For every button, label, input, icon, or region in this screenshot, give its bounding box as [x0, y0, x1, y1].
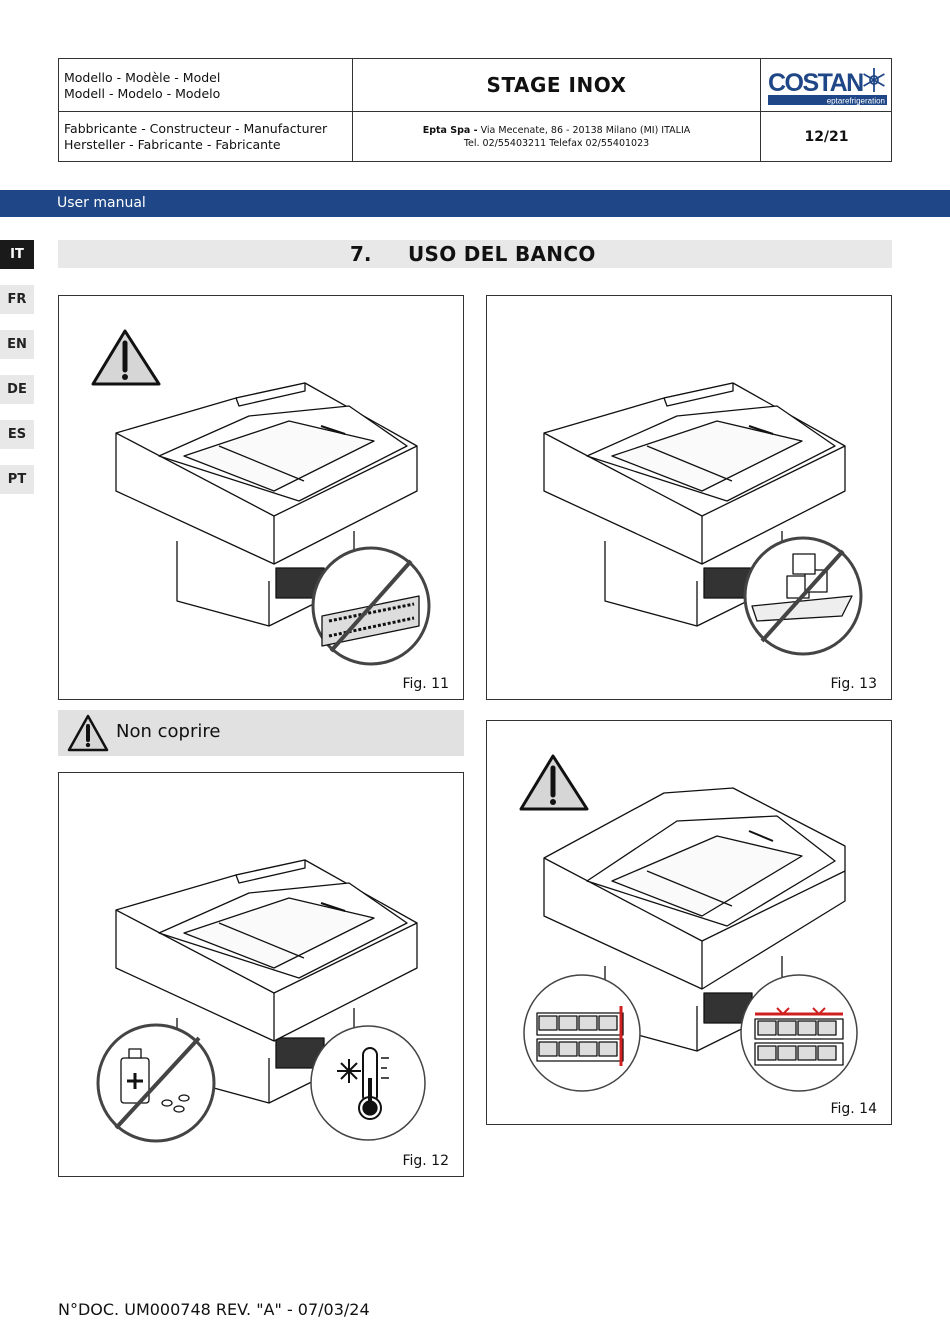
- manufacturer-name: Epta Spa -: [422, 125, 478, 136]
- manufacturer-value: Epta Spa - Via Mecenate, 86 - 20138 Mila…: [353, 112, 761, 162]
- figure-14: Fig. 14: [486, 720, 892, 1125]
- display-counter-illustration: [115, 382, 418, 627]
- load-limit-line-left-icon: [523, 974, 641, 1092]
- page-number: 12/21: [804, 129, 849, 145]
- lang-tab-it[interactable]: IT: [0, 240, 34, 269]
- figure-12: Fig. 12: [58, 772, 464, 1177]
- snowflake-icon: [863, 68, 885, 92]
- figure-13-caption: Fig. 13: [830, 676, 877, 692]
- manual-band: User manual: [0, 190, 950, 217]
- warning-triangle-icon: [91, 329, 161, 386]
- figure-13: Fig. 13: [486, 295, 892, 700]
- manufacturer-label-line-2: Hersteller - Fabricante - Fabricante: [64, 137, 281, 152]
- model-value: STAGE INOX: [353, 59, 761, 112]
- lang-tab-de[interactable]: DE: [0, 375, 34, 404]
- manufacturer-label: Fabbricante - Constructeur - Manufacture…: [59, 112, 353, 162]
- manual-band-label: User manual: [57, 195, 146, 211]
- warning-triangle-icon: [519, 754, 589, 811]
- logo-subtext: eptarefrigeration: [827, 97, 885, 106]
- manufacturer-address: Via Mecenate, 86 - 20138 Milano (MI) ITA…: [477, 125, 691, 136]
- logo-text: COSTAN: [768, 69, 863, 97]
- figure-12-caption: Fig. 12: [402, 1153, 449, 1169]
- no-cover-prohibition-icon: [311, 546, 431, 666]
- figure-11-caption: Fig. 11: [402, 676, 449, 692]
- section-number: 7.: [350, 242, 372, 266]
- document-number: N°DOC. UM000748 REV. "A" - 07/03/24: [58, 1300, 370, 1319]
- figure-14-caption: Fig. 14: [830, 1101, 877, 1117]
- model-label: Modello - Modèle - Model Modell - Modelo…: [59, 59, 353, 112]
- section-title: USO DEL BANCO: [408, 242, 596, 266]
- display-counter-illustration: [115, 859, 418, 1104]
- section-heading: 7. USO DEL BANCO: [58, 240, 892, 268]
- lang-tab-pt[interactable]: PT: [0, 465, 34, 494]
- warning-bar: Non coprire: [58, 710, 464, 756]
- load-limit-line-top-icon: [740, 974, 858, 1092]
- warning-triangle-icon: [67, 714, 109, 752]
- costan-logo: COSTAN eptarefrigeration: [761, 59, 892, 112]
- figure-11: Fig. 11: [58, 295, 464, 700]
- document-header: Modello - Modèle - Model Modell - Modelo…: [58, 58, 892, 162]
- lang-tab-en[interactable]: EN: [0, 330, 34, 359]
- warning-text: Non coprire: [116, 721, 221, 742]
- manufacturer-label-line-1: Fabbricante - Constructeur - Manufacture…: [64, 121, 328, 136]
- display-counter-illustration: [543, 382, 846, 627]
- thermometer-snowflake-icon: [310, 1025, 426, 1141]
- model-label-line-1: Modello - Modèle - Model: [64, 70, 221, 85]
- no-chemicals-prohibition-icon: [96, 1023, 216, 1143]
- lang-tab-fr[interactable]: FR: [0, 285, 34, 314]
- display-counter-illustration: [543, 787, 846, 1052]
- lang-tab-es[interactable]: ES: [0, 420, 34, 449]
- manufacturer-contacts: Tel. 02/55403211 Telefax 02/55401023: [463, 138, 650, 149]
- no-overload-prohibition-icon: [743, 536, 863, 656]
- model-label-line-2: Modell - Modelo - Modelo: [64, 86, 221, 101]
